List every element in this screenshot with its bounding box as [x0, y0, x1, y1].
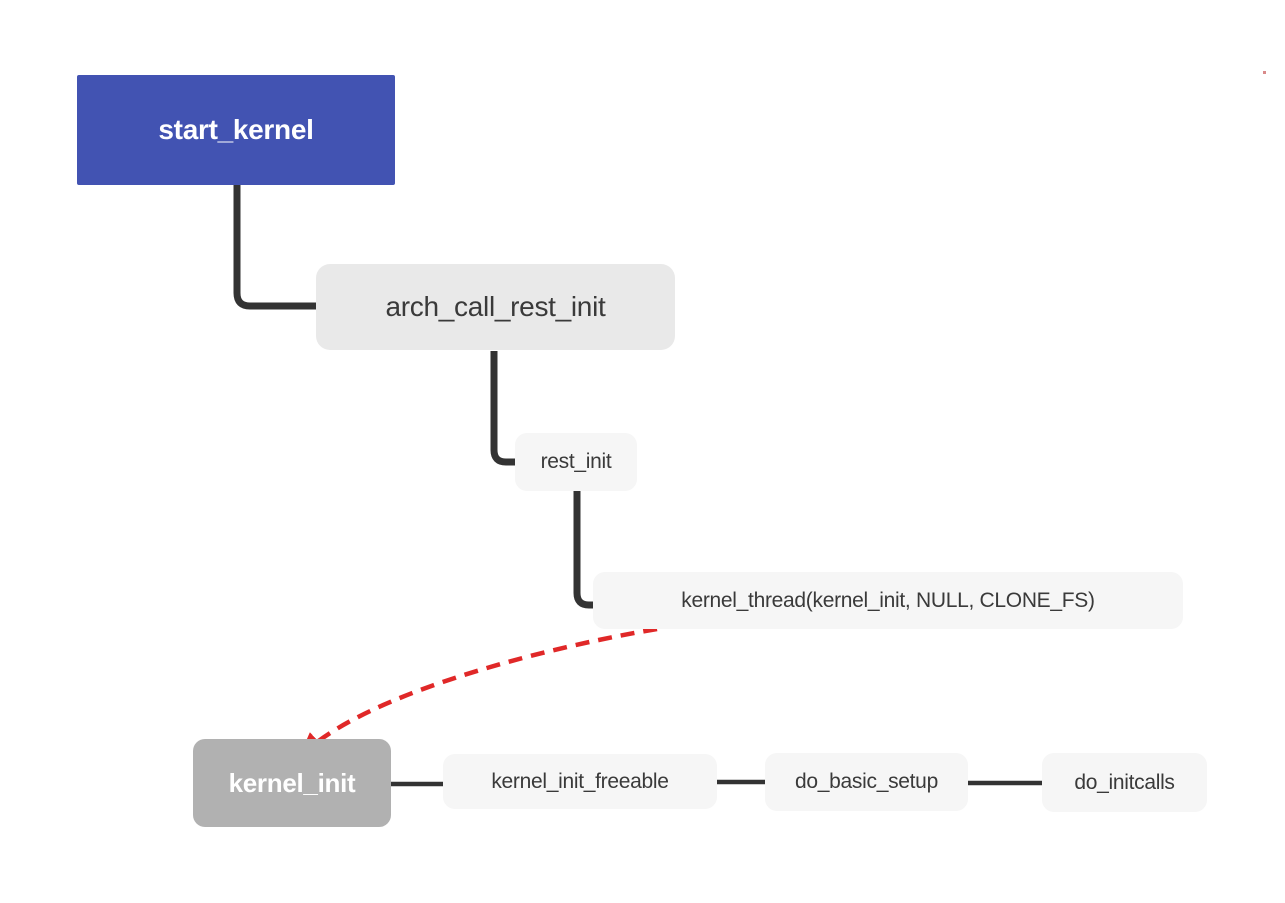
node-do-basic-setup: do_basic_setup — [765, 753, 968, 811]
node-kernel-init: kernel_init — [193, 739, 391, 827]
node-kernel-thread-call: kernel_thread(kernel_init, NULL, CLONE_F… — [593, 572, 1183, 629]
edge-rest-init-to-kernel-thread — [573, 489, 594, 609]
node-rest-init: rest_init — [515, 433, 637, 491]
node-arch-call-rest-init: arch_call_rest_init — [316, 264, 675, 350]
node-do-initcalls: do_initcalls — [1042, 753, 1207, 812]
edge-kernel-thread-to-kernel-init-dashed-arrow — [298, 626, 658, 759]
edge-start-kernel-to-arch-call-rest-init — [233, 184, 317, 310]
stray-dot — [1263, 71, 1266, 74]
edge-arch-call-rest-init-to-rest-init — [490, 351, 516, 466]
node-start-kernel: start_kernel — [77, 75, 395, 185]
node-kernel-init-freeable: kernel_init_freeable — [443, 754, 717, 809]
